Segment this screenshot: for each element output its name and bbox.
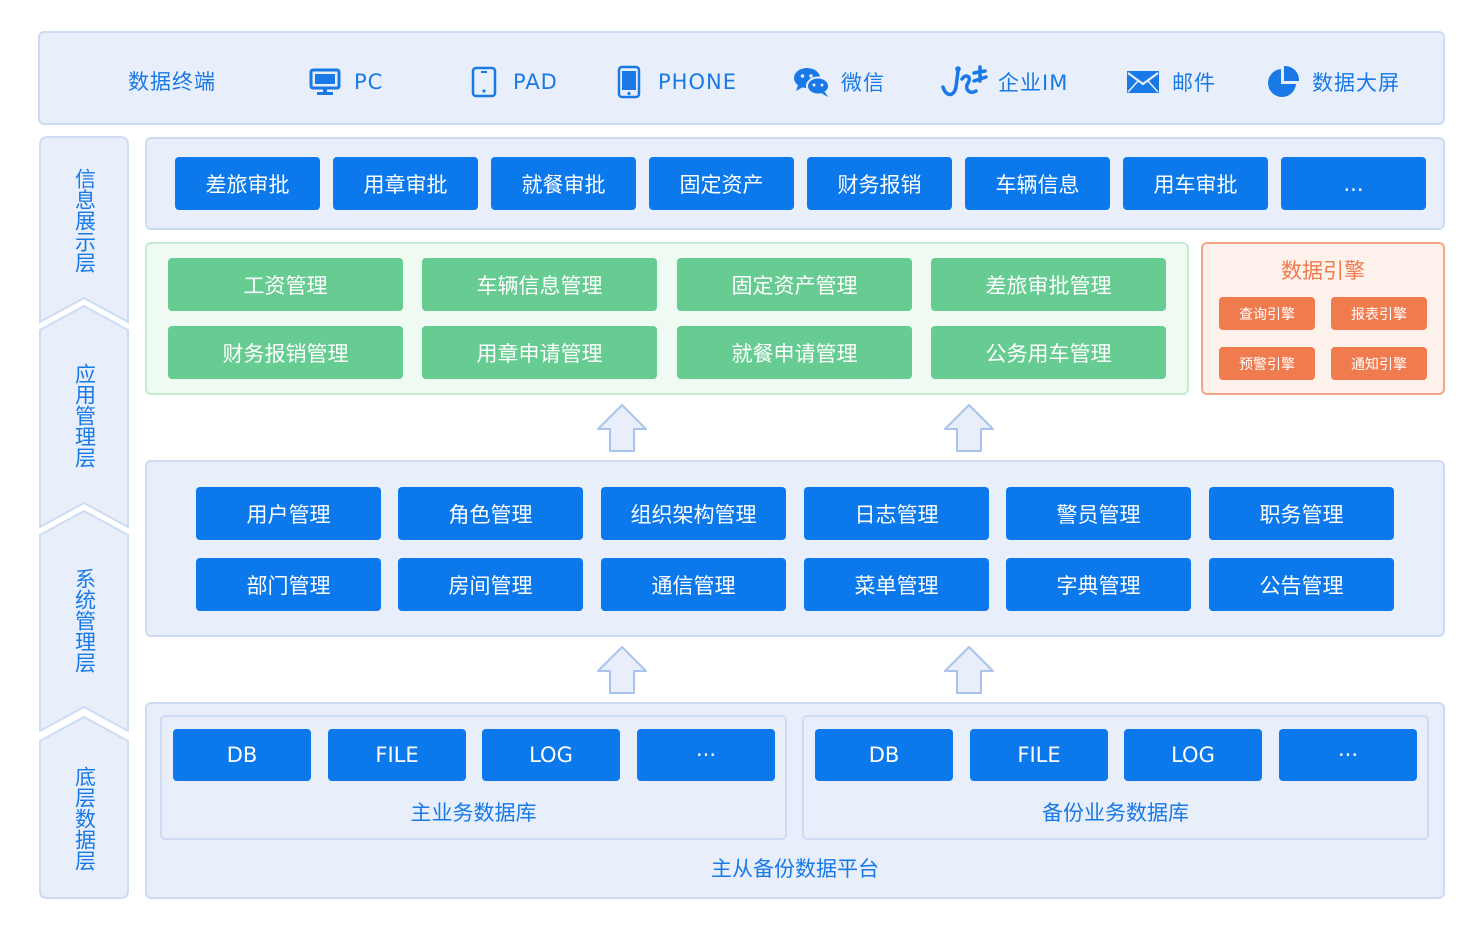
terminal-pad-label: PAD	[513, 70, 558, 94]
platform-label: 主从备份数据平台	[711, 857, 879, 881]
terminal-wechat: 微信	[793, 62, 885, 102]
terminal-pc: PC	[306, 62, 383, 102]
phone-icon	[610, 64, 648, 100]
system-item: 角色管理	[398, 487, 583, 540]
backup-db-item: DB	[815, 729, 953, 781]
backup-db-item-more: ···	[1279, 729, 1417, 781]
monitor-icon	[306, 64, 344, 100]
wechat-icon	[793, 64, 831, 100]
layer-tab-data	[39, 715, 129, 899]
system-item: 房间管理	[398, 558, 583, 611]
layer-label-display: 信息展示层	[72, 167, 97, 273]
layer-label-data: 底层数据层	[72, 765, 97, 871]
layer-tab-app	[39, 304, 129, 529]
terminal-big-screen-label: 数据大屏	[1312, 71, 1400, 95]
terminal-phone: PHONE	[610, 62, 737, 102]
backup-db-item: FILE	[970, 729, 1108, 781]
terminal-label: 数据终端	[128, 70, 216, 94]
mail-icon	[1124, 64, 1162, 100]
terminal-pc-label: PC	[354, 70, 384, 94]
system-item: 职务管理	[1209, 487, 1394, 540]
terminal-enterprise-im-label: 企业IM	[998, 71, 1069, 95]
terminal-panel	[38, 31, 1445, 125]
layer-tabs	[39, 136, 129, 899]
main-db-item: LOG	[482, 729, 620, 781]
app-item: 工资管理	[168, 258, 403, 311]
system-item: 用户管理	[196, 487, 381, 540]
app-item: 车辆信息管理	[422, 258, 657, 311]
system-item: 公告管理	[1209, 558, 1394, 611]
layer-label-app: 应用管理层	[72, 362, 97, 468]
app-item: 就餐申请管理	[677, 326, 912, 379]
display-item: 财务报销	[807, 157, 952, 210]
engine-item: 查询引擎	[1219, 297, 1315, 330]
display-item: 用章审批	[333, 157, 478, 210]
system-item: 组织架构管理	[601, 487, 786, 540]
main-db-panel	[160, 715, 787, 840]
tablet-icon	[465, 64, 503, 100]
engine-item: 预警引擎	[1219, 347, 1315, 380]
up-arrow-icon	[597, 404, 647, 452]
data-engine-title: 数据引擎	[1281, 259, 1365, 283]
pie-chart-icon	[1264, 64, 1302, 100]
engine-item: 通知引擎	[1331, 347, 1427, 380]
main-db-label: 主业务数据库	[410, 801, 537, 825]
display-item-more: ...	[1281, 157, 1426, 210]
terminal-mail-label: 邮件	[1172, 71, 1216, 95]
terminal-phone-label: PHONE	[658, 70, 737, 94]
display-item: 车辆信息	[965, 157, 1110, 210]
main-db-item-more: ···	[637, 729, 775, 781]
system-item: 日志管理	[804, 487, 989, 540]
app-item: 用章申请管理	[422, 326, 657, 379]
display-item: 差旅审批	[175, 157, 320, 210]
backup-db-panel	[802, 715, 1429, 840]
enterprise-im-icon	[940, 64, 988, 100]
terminal-wechat-label: 微信	[841, 71, 885, 95]
backup-db-item: LOG	[1124, 729, 1262, 781]
backup-db-label: 备份业务数据库	[1042, 801, 1189, 825]
system-item: 警员管理	[1006, 487, 1191, 540]
up-arrow-icon	[597, 646, 647, 694]
layer-tab-system	[39, 509, 129, 733]
system-item: 部门管理	[196, 558, 381, 611]
up-arrow-icon	[944, 404, 994, 452]
terminal-big-screen: 数据大屏	[1264, 62, 1400, 102]
display-item: 就餐审批	[491, 157, 636, 210]
display-item: 用车审批	[1123, 157, 1268, 210]
system-item: 字典管理	[1006, 558, 1191, 611]
app-item: 差旅审批管理	[931, 258, 1166, 311]
layer-tab-display	[39, 136, 129, 324]
terminal-enterprise-im: 企业IM	[940, 62, 1068, 102]
main-db-item: DB	[173, 729, 311, 781]
system-item: 菜单管理	[804, 558, 989, 611]
engine-item: 报表引擎	[1331, 297, 1427, 330]
app-item: 固定资产管理	[677, 258, 912, 311]
display-item: 固定资产	[649, 157, 794, 210]
app-item: 公务用车管理	[931, 326, 1166, 379]
terminal-pad: PAD	[465, 62, 558, 102]
main-db-item: FILE	[328, 729, 466, 781]
system-item: 通信管理	[601, 558, 786, 611]
layer-label-system: 系统管理层	[72, 567, 97, 673]
terminal-mail: 邮件	[1124, 62, 1216, 102]
up-arrow-icon	[944, 646, 994, 694]
app-item: 财务报销管理	[168, 326, 403, 379]
